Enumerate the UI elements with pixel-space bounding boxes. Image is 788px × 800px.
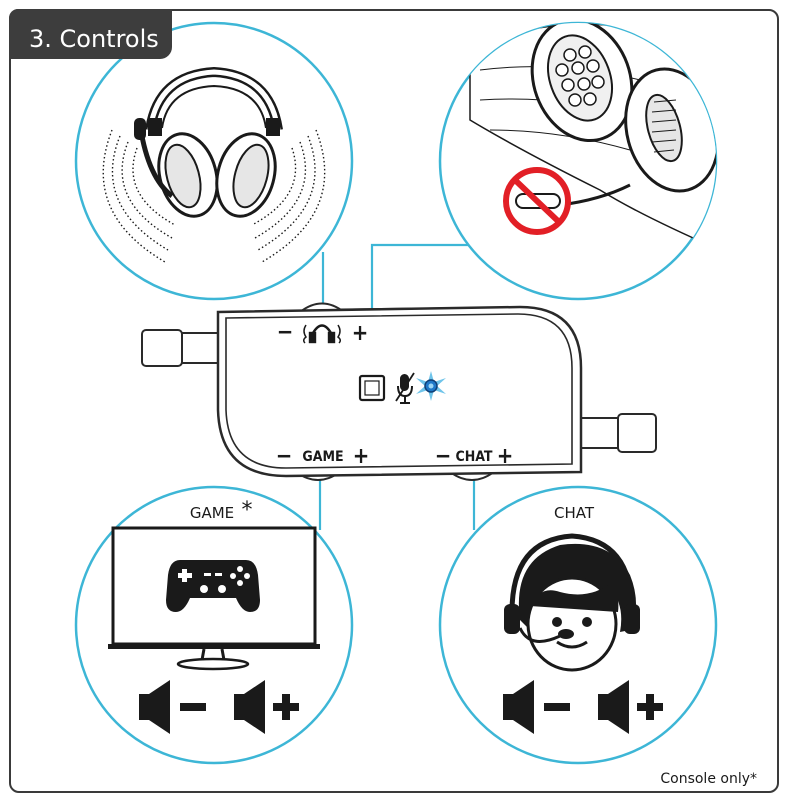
- monitor-icon: [108, 526, 320, 671]
- mic-mute-circle: [438, 21, 718, 301]
- chat-volume-plus[interactable]: +: [497, 444, 514, 469]
- game-circle-label: GAME: [190, 504, 234, 522]
- earcup-illustration: [469, 23, 716, 252]
- chat-volume-circle: CHAT: [438, 485, 718, 765]
- control-box: − + − GAME + − CHAT +: [141, 302, 657, 481]
- chat-volume-label: CHAT: [455, 449, 492, 465]
- game-volume-minus[interactable]: −: [276, 444, 293, 469]
- chat-volume-up-icon: [598, 680, 663, 734]
- gamepad-icon: [166, 560, 260, 612]
- game-circle-asterisk: *: [242, 498, 253, 523]
- chat-circle-label: CHAT: [554, 504, 595, 522]
- prohibited-icon: [503, 167, 571, 235]
- headset-volume-plus[interactable]: +: [352, 321, 369, 346]
- section-header: 3. Controls: [9, 9, 172, 59]
- headset-volume-minus[interactable]: −: [277, 320, 294, 345]
- headset-icon: [302, 324, 342, 344]
- chat-volume-minus[interactable]: −: [435, 444, 452, 469]
- volume-up-icon: [234, 680, 299, 734]
- mic-mute-icon: [395, 372, 415, 404]
- volume-down-icon: [139, 680, 206, 734]
- led-icon: [416, 371, 446, 401]
- mic-mute-button[interactable]: [358, 374, 386, 402]
- game-volume-label: GAME: [302, 449, 343, 465]
- page-title: 3. Controls: [29, 25, 159, 53]
- headset-volume-circle: [74, 21, 354, 301]
- person-headset-icon: [504, 533, 640, 672]
- game-volume-circle: GAME *: [74, 485, 354, 765]
- chat-volume-down-icon: [503, 680, 570, 734]
- page-frame: [9, 9, 779, 793]
- footer-note: Console only*: [660, 771, 757, 787]
- game-volume-plus[interactable]: +: [353, 444, 370, 469]
- headset-illustration: [102, 66, 326, 263]
